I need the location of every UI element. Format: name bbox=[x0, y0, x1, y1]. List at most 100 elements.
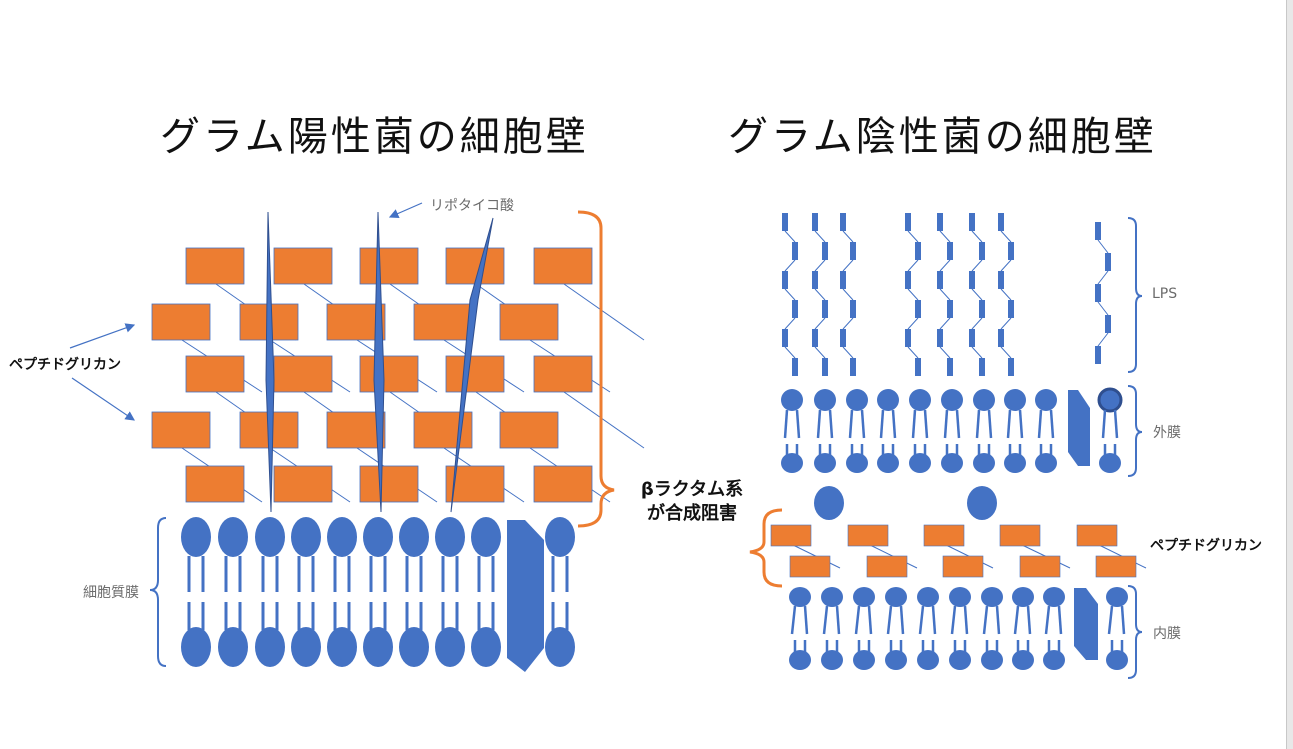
peptidoglycan-unit bbox=[185, 355, 245, 393]
peptidoglycan-unit bbox=[326, 411, 386, 449]
lipid-tail bbox=[1013, 605, 1020, 635]
peptidoglycan-unit bbox=[359, 247, 419, 285]
lps-segment bbox=[822, 358, 828, 376]
lps-segment bbox=[1008, 242, 1014, 260]
peptidoglycan-unit bbox=[499, 411, 559, 449]
lipid-head bbox=[435, 627, 465, 667]
peptidoglycan-unit bbox=[151, 411, 211, 449]
lipid-tail bbox=[822, 605, 829, 635]
outer-lipid-head bbox=[941, 453, 963, 473]
lps-segment bbox=[998, 271, 1004, 289]
peptidoglycan-unit bbox=[445, 355, 505, 393]
lps-segment bbox=[792, 300, 798, 318]
lps-segment bbox=[1105, 315, 1111, 333]
label-peptidoglycan-right: ペプチドグリカン bbox=[1150, 538, 1262, 554]
lipid-tail bbox=[1120, 605, 1126, 635]
outer-lipid-head bbox=[1004, 389, 1026, 411]
lipid-head bbox=[435, 517, 465, 557]
lipid-head bbox=[255, 517, 285, 557]
lipid-tail bbox=[950, 605, 957, 635]
lps-link bbox=[842, 346, 854, 359]
lps-link bbox=[907, 288, 919, 301]
outer-lipid-head bbox=[781, 389, 803, 411]
outer-lipid-head bbox=[1035, 389, 1057, 411]
lipid-head bbox=[471, 627, 501, 667]
lps-segment bbox=[905, 271, 911, 289]
bracket-cytoplasmic-membrane bbox=[149, 517, 167, 667]
lipid-head bbox=[291, 627, 321, 667]
inner-lipid-head bbox=[1012, 587, 1034, 607]
peptidoglycan-unit bbox=[1076, 524, 1118, 547]
lps-link bbox=[1097, 332, 1109, 347]
lipid-head bbox=[327, 627, 357, 667]
outer-lipid-head bbox=[973, 389, 995, 411]
outer-lipid-head bbox=[877, 453, 899, 473]
brackets bbox=[149, 210, 1143, 679]
lps-segment bbox=[840, 271, 846, 289]
lps-segment bbox=[937, 329, 943, 347]
lipid-head bbox=[363, 517, 393, 557]
peptide-crosslink bbox=[563, 391, 645, 449]
lipid-tail bbox=[911, 409, 917, 439]
lps-link bbox=[971, 317, 983, 330]
lipid-tail bbox=[931, 605, 937, 635]
lps-segment bbox=[915, 358, 921, 376]
lipid-tail bbox=[975, 409, 981, 439]
label-lps: LPS bbox=[1152, 286, 1178, 302]
lipid-tail bbox=[854, 605, 861, 635]
lps-segment bbox=[947, 242, 953, 260]
lipid-tail bbox=[860, 409, 866, 439]
peptidoglycan-unit bbox=[789, 555, 831, 578]
lipid-tail bbox=[835, 605, 841, 635]
label-beta-lactam-line2: が合成阻害 bbox=[647, 503, 737, 524]
lps-segment bbox=[969, 271, 975, 289]
inner-lipid-head bbox=[853, 587, 875, 607]
lipid-tail bbox=[923, 409, 929, 439]
lipid-tail bbox=[1101, 409, 1107, 439]
lps-link bbox=[784, 317, 796, 330]
peptidoglycan-unit bbox=[999, 524, 1041, 547]
lps-segment bbox=[850, 242, 856, 260]
lipoteichoic-acid bbox=[450, 217, 494, 513]
lipid-tail bbox=[1044, 605, 1051, 635]
peptidoglycan-unit bbox=[866, 555, 908, 578]
lipid-head bbox=[363, 627, 393, 667]
lipid-tail bbox=[943, 409, 949, 439]
lipid-head bbox=[218, 517, 248, 557]
lps-segment bbox=[905, 329, 911, 347]
lps-link bbox=[814, 288, 826, 301]
lipid-tail bbox=[783, 409, 789, 439]
lipid-tail bbox=[795, 409, 801, 439]
inner-lipid-head bbox=[885, 650, 907, 670]
peptide-crosslink bbox=[563, 283, 645, 341]
lps-segment bbox=[998, 213, 1004, 231]
lps-link bbox=[907, 259, 919, 272]
label-inner-membrane: 内膜 bbox=[1153, 626, 1181, 642]
lps-segment bbox=[1095, 284, 1101, 302]
label-lipoteichoic-acid: リポタイコ酸 bbox=[430, 198, 514, 214]
lps-link bbox=[1000, 317, 1012, 330]
lipid-tail bbox=[816, 409, 822, 439]
lps-segment bbox=[915, 242, 921, 260]
lps-segment bbox=[850, 358, 856, 376]
lipid-tail bbox=[803, 605, 809, 635]
lps-link bbox=[971, 230, 983, 243]
label-beta-lactam-line1: βラクタム系 bbox=[640, 479, 744, 500]
inner-lipid-head bbox=[789, 587, 811, 607]
inner-lipid-head bbox=[821, 587, 843, 607]
lipid-head bbox=[399, 627, 429, 667]
porin-protein bbox=[1068, 390, 1090, 466]
peptidoglycan-unit bbox=[273, 247, 333, 285]
peptidoglycan-unit bbox=[151, 303, 211, 341]
lps-segment bbox=[812, 329, 818, 347]
peptidoglycan-unit bbox=[942, 555, 984, 578]
outer-lipid-head bbox=[846, 453, 868, 473]
lps-segment bbox=[782, 213, 788, 231]
lipid-head bbox=[545, 627, 575, 667]
lipid-tail bbox=[867, 605, 873, 635]
lps-link bbox=[907, 317, 919, 330]
lps-link bbox=[907, 346, 919, 359]
lps-link bbox=[1000, 288, 1012, 301]
lps-link bbox=[907, 230, 919, 243]
peptidoglycan-unit bbox=[533, 465, 593, 503]
